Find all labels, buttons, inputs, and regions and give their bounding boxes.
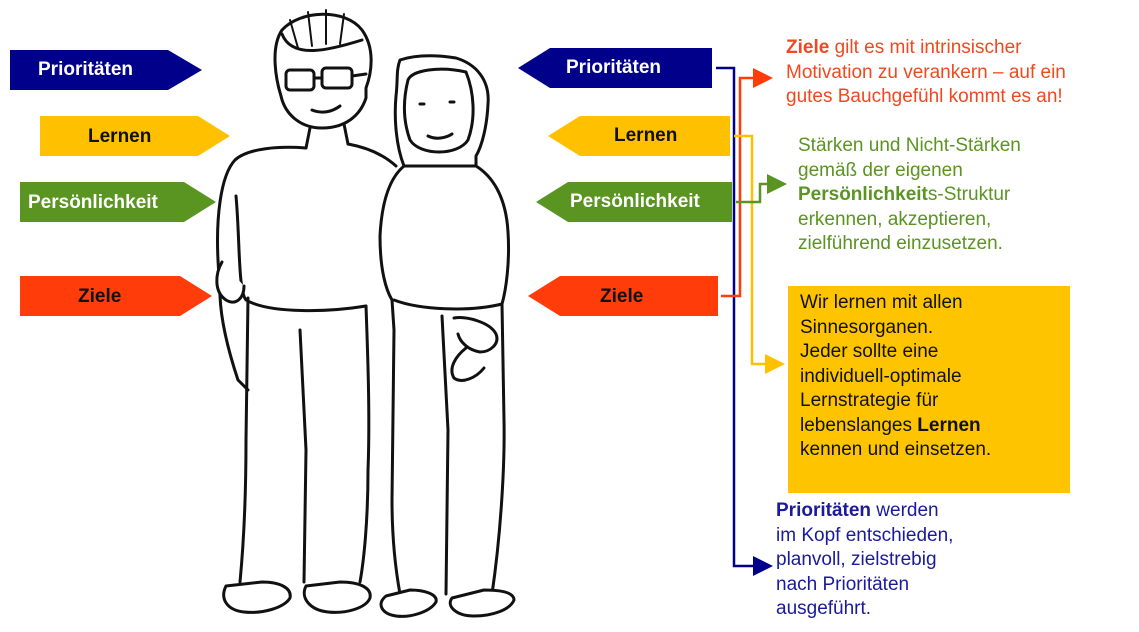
right-arrow-lernen [548, 116, 730, 156]
left-arrow-ziele-label: Ziele [78, 286, 122, 307]
lernen-description-box [788, 286, 1070, 493]
right-arrow-ziele-label: Ziele [600, 286, 644, 307]
woman-figure [378, 54, 516, 618]
right-arrow-prioritaeten [518, 48, 712, 88]
connector-prioritaeten [716, 66, 773, 576]
right-arrow-prioritaeten-label: Prioritäten [566, 57, 662, 78]
left-arrow-lernen-label: Lernen [88, 126, 152, 147]
connector-lernen [734, 134, 785, 374]
persoenlichkeit-keyword: Persönlichkeit [798, 184, 928, 205]
left-arrow-prioritaeten [10, 50, 202, 90]
left-arrow-persoenlichkeit-label: Persönlichkeit [28, 192, 158, 213]
ziele-keyword: Ziele [786, 37, 830, 58]
connector-persoenlichkeit [736, 174, 787, 204]
connector-ziele [721, 68, 773, 298]
left-arrow-lernen [40, 116, 230, 156]
prioritaeten-description: Prioritäten werden im Kopf entschieden, … [776, 500, 954, 619]
ziele-description: Ziele gilt es mit intrinsischer Motivati… [786, 37, 1066, 107]
lernen-description: Wir lernen mit allen Sinnesorganen. Jede… [800, 292, 992, 460]
right-arrow-persoenlichkeit [536, 182, 732, 222]
left-arrow-persoenlichkeit [20, 182, 216, 222]
persoenlichkeit-description: Stärken und Nicht-Stärken gemäß der eige… [798, 135, 1021, 254]
lernen-keyword: Lernen [917, 414, 981, 436]
right-arrow-lernen-label: Lernen [614, 125, 678, 146]
left-arrow-ziele [20, 276, 212, 316]
prioritaeten-keyword: Prioritäten [776, 500, 872, 521]
left-arrow-prioritaeten-label: Prioritäten [38, 59, 134, 80]
right-arrow-ziele [528, 276, 718, 316]
man-figure [215, 9, 398, 614]
right-arrow-persoenlichkeit-label: Persönlichkeit [570, 191, 700, 212]
